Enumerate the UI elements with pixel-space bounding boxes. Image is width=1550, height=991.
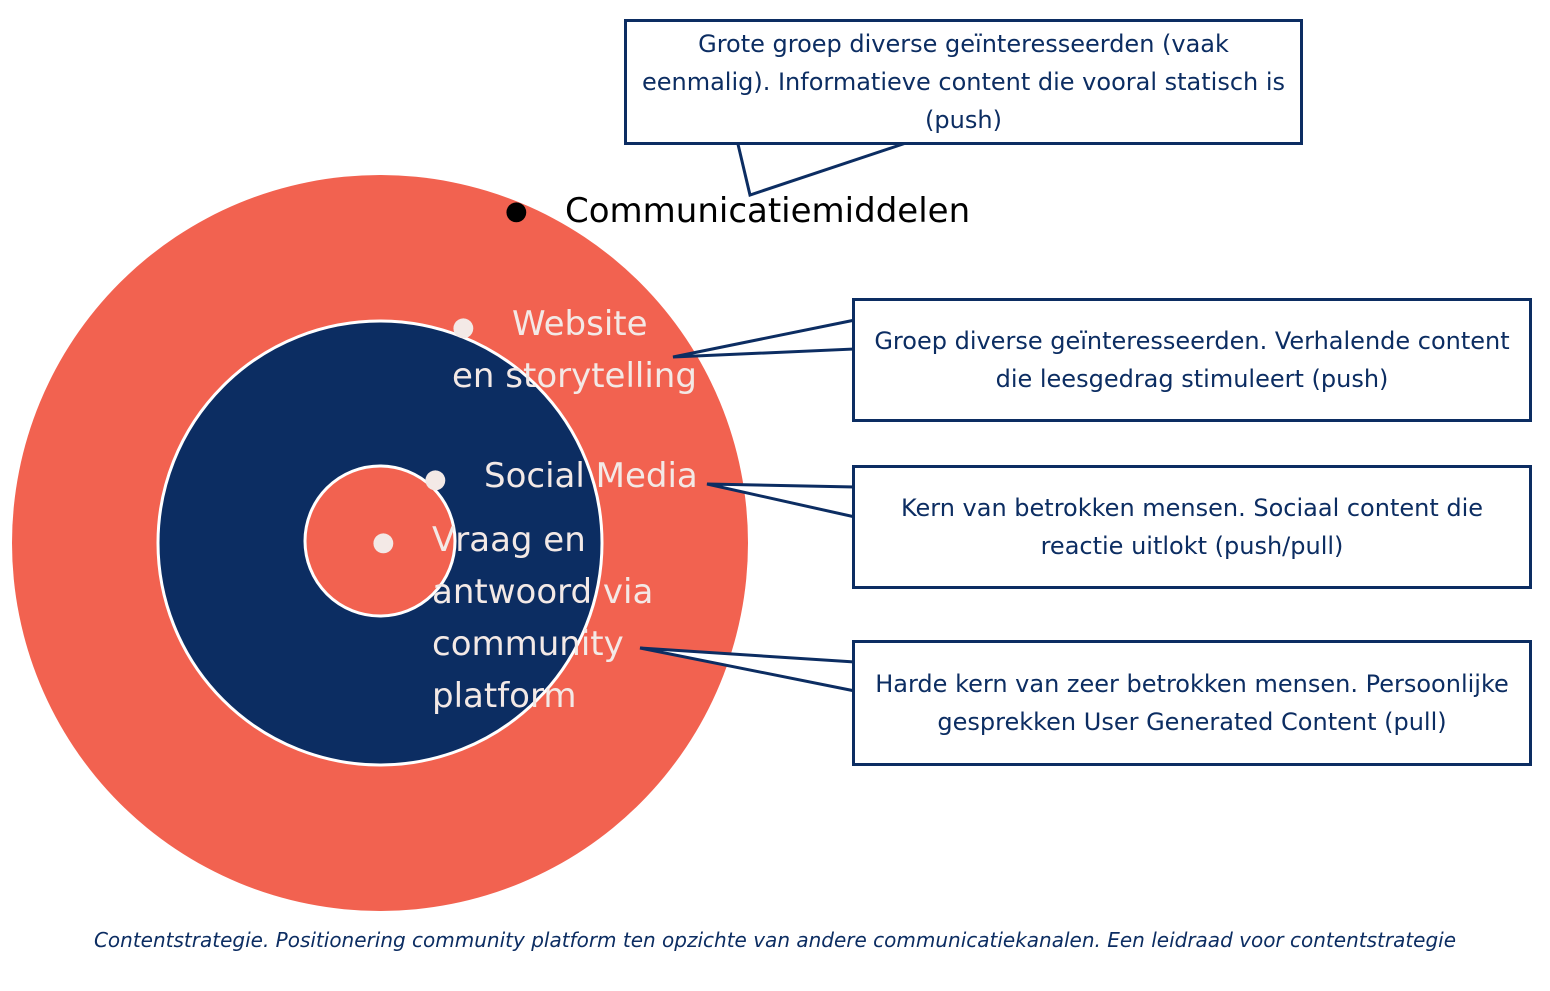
callout-outer-ring: Grote groep diverse geïnteresseerden (va… bbox=[624, 19, 1303, 145]
diagram-title: Communicatiemiddelen bbox=[565, 191, 971, 231]
ring-3-label-line-4: platform bbox=[432, 676, 577, 716]
title-bullet: ● bbox=[505, 196, 528, 226]
inner-ring bbox=[303, 464, 457, 618]
ring-1-label-line-1: Website bbox=[512, 304, 648, 344]
callout-pointer-2 bbox=[672, 318, 857, 359]
ring-1-label-line-2: en storytelling bbox=[452, 356, 697, 396]
callout-community-platform: Harde kern van zeer betrokken mensen. Pe… bbox=[852, 640, 1532, 766]
ring-1-bullet: ● bbox=[452, 312, 475, 342]
ring-3-label-line-3: community bbox=[432, 624, 624, 664]
ring-3-label-line-2: antwoord via bbox=[432, 572, 654, 612]
figure-caption: Contentstrategie. Positionering communit… bbox=[93, 928, 1457, 952]
callout-pointer-1 bbox=[735, 138, 916, 197]
callout-social-media: Kern van betrokken mensen. Sociaal conte… bbox=[852, 465, 1532, 589]
ring-2-bullet: ● bbox=[424, 464, 447, 494]
ring-2-label: Social Media bbox=[484, 456, 698, 496]
ring-3-label-line-1: Vraag en bbox=[432, 520, 586, 560]
callout-website: Groep diverse geïnteresseerden. Verhalen… bbox=[852, 298, 1532, 422]
ring-3-bullet: ● bbox=[372, 527, 395, 557]
